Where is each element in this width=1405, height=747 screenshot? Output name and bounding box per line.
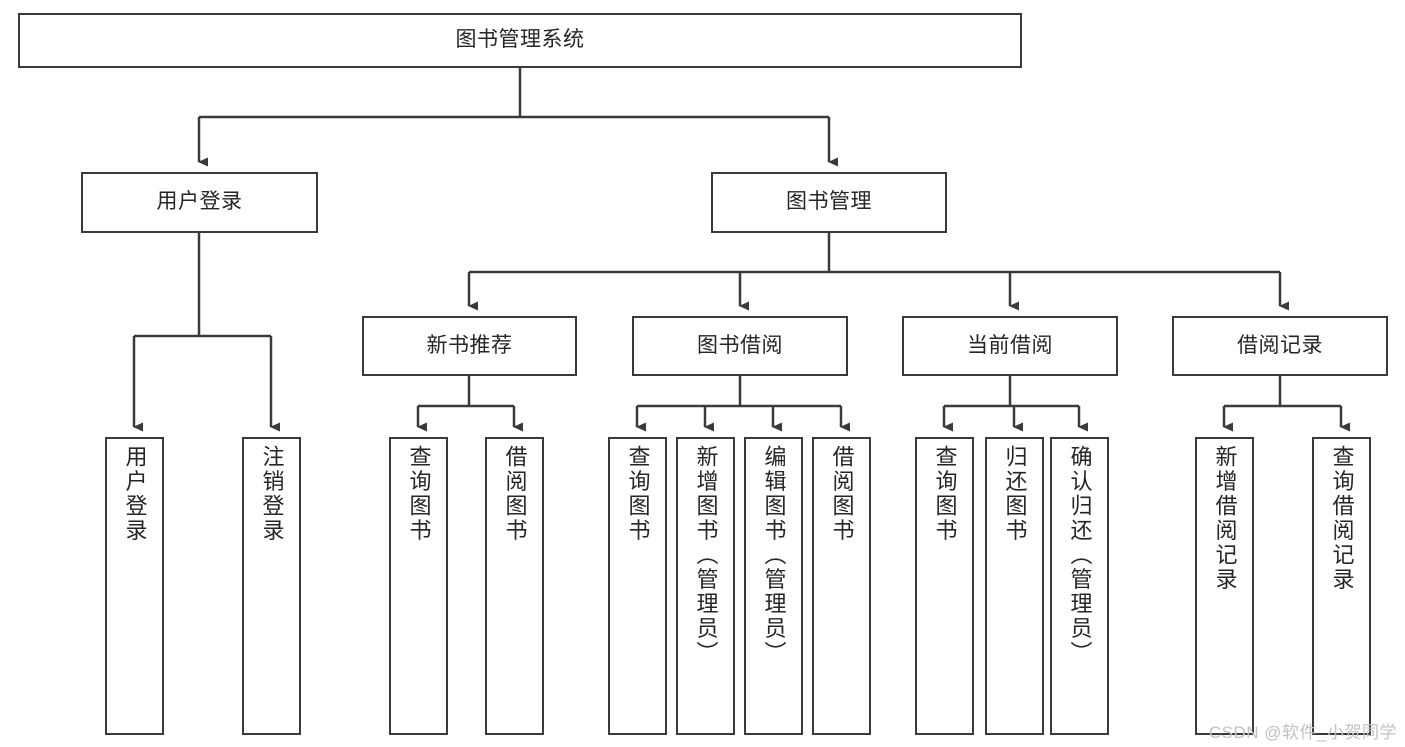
node-leaf-borrow-book-2-label: 借阅图书 [829,445,855,543]
node-leaf-query-book-1[interactable]: 查询图书 [389,437,448,735]
node-current-borrow[interactable]: 当前借阅 [902,316,1118,376]
node-book-management[interactable]: 图书管理 [711,172,947,233]
node-leaf-add-book-label: 新增图书（管理员） [693,445,719,666]
node-borrow-record-label: 借阅记录 [1237,333,1323,357]
node-leaf-query-record-label: 查询借阅记录 [1329,445,1355,592]
node-leaf-add-record-label: 新增借阅记录 [1212,445,1238,592]
node-leaf-user-login-label: 用户登录 [122,445,148,543]
node-leaf-query-record[interactable]: 查询借阅记录 [1312,437,1371,735]
node-leaf-return-book-label: 归还图书 [1002,445,1028,543]
node-leaf-borrow-book-1-label: 借阅图书 [502,445,528,543]
node-leaf-query-book-3[interactable]: 查询图书 [915,437,974,735]
node-book-management-label: 图书管理 [786,190,872,214]
node-borrow-record[interactable]: 借阅记录 [1172,316,1388,376]
node-leaf-confirm-return-label: 确认归还（管理员） [1067,445,1093,666]
node-leaf-edit-book-label: 编辑图书（管理员） [761,445,787,666]
node-leaf-query-book-2-label: 查询图书 [625,445,651,543]
node-leaf-edit-book[interactable]: 编辑图书（管理员） [744,437,803,735]
node-new-book-recommend[interactable]: 新书推荐 [362,316,577,376]
node-leaf-borrow-book-2[interactable]: 借阅图书 [812,437,871,735]
node-leaf-query-book-2[interactable]: 查询图书 [608,437,667,735]
node-root[interactable]: 图书管理系统 [18,13,1022,68]
node-book-borrow-label: 图书借阅 [697,333,783,357]
node-leaf-borrow-book-1[interactable]: 借阅图书 [485,437,544,735]
node-leaf-query-book-1-label: 查询图书 [406,445,432,543]
node-user-login[interactable]: 用户登录 [81,172,318,233]
node-leaf-user-login[interactable]: 用户登录 [105,437,164,735]
node-leaf-query-book-3-label: 查询图书 [932,445,958,543]
node-leaf-return-book[interactable]: 归还图书 [985,437,1044,735]
node-leaf-add-book[interactable]: 新增图书（管理员） [676,437,735,735]
node-leaf-confirm-return[interactable]: 确认归还（管理员） [1050,437,1109,735]
node-current-borrow-label: 当前借阅 [967,333,1053,357]
node-user-login-label: 用户登录 [156,190,243,214]
node-leaf-add-record[interactable]: 新增借阅记录 [1195,437,1254,735]
node-root-label: 图书管理系统 [455,28,585,52]
node-new-book-recommend-label: 新书推荐 [426,333,513,357]
node-leaf-logout[interactable]: 注销登录 [242,437,301,735]
node-book-borrow[interactable]: 图书借阅 [632,316,848,376]
node-leaf-logout-label: 注销登录 [259,445,285,543]
